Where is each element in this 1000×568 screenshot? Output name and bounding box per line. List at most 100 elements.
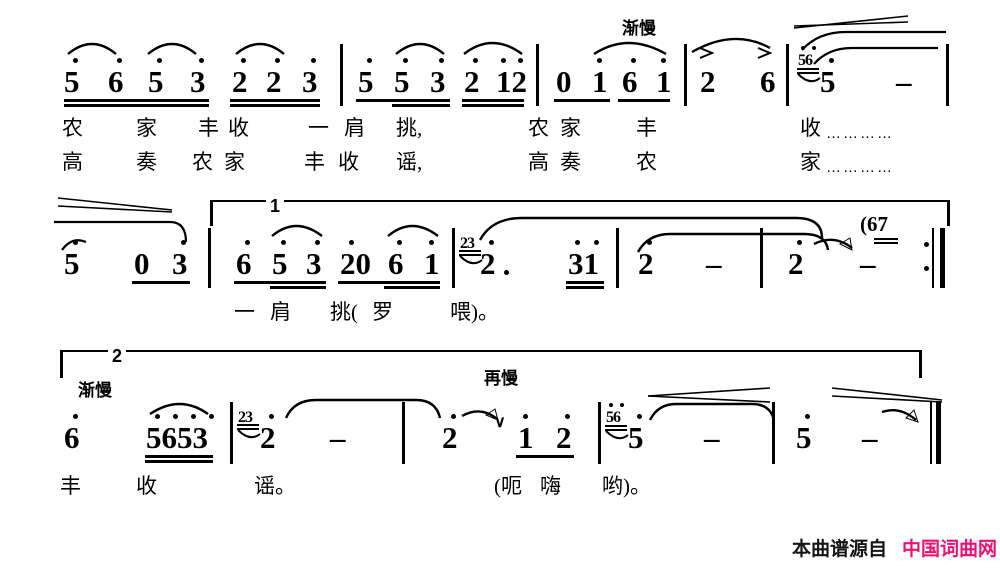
note-m7-5: 6 bbox=[388, 246, 404, 281]
octave-dot bbox=[73, 58, 78, 63]
lyric-char: 丰 bbox=[636, 116, 657, 140]
final-double-barline bbox=[930, 402, 946, 464]
note-m13-3: 2 bbox=[556, 420, 572, 455]
octave-dot bbox=[597, 58, 602, 63]
octave-dot bbox=[209, 414, 214, 419]
lyric-char: 家 bbox=[136, 116, 157, 140]
beam bbox=[462, 104, 524, 107]
beam bbox=[230, 104, 320, 107]
lyric-char: 农 bbox=[62, 116, 83, 140]
lyric-extension-dots: ………… bbox=[826, 159, 894, 176]
note-m2-5: 12 bbox=[496, 64, 527, 99]
note-m12-1: 2 bbox=[260, 420, 276, 455]
octave-dot bbox=[631, 58, 636, 63]
note-m7-6: 1 bbox=[424, 246, 440, 281]
beam bbox=[618, 99, 670, 102]
lyric-char: 农 bbox=[528, 116, 549, 140]
volta-number: 2 bbox=[108, 347, 127, 365]
note-m1-5: 2 bbox=[232, 64, 248, 99]
barline bbox=[684, 44, 687, 106]
lyric-char: 一 bbox=[234, 300, 255, 324]
hold-dash: – bbox=[860, 246, 876, 281]
barline bbox=[536, 44, 539, 106]
beam bbox=[145, 460, 213, 463]
beam bbox=[566, 286, 604, 289]
beam bbox=[132, 281, 190, 284]
beam bbox=[230, 99, 320, 102]
lyric-char: (呃 bbox=[494, 474, 522, 498]
octave-dot bbox=[797, 240, 802, 245]
beam bbox=[459, 250, 481, 252]
barline bbox=[946, 44, 949, 106]
octave-dot bbox=[518, 58, 523, 63]
note-m3-3: 6 bbox=[622, 64, 638, 99]
note-m13-1: 2 bbox=[442, 420, 458, 455]
slur bbox=[648, 402, 776, 421]
lyric-char: 丰 bbox=[198, 116, 219, 140]
lyric-char: 挑, bbox=[396, 116, 423, 140]
slur bbox=[271, 224, 323, 237]
grace-note-m12: 23 bbox=[238, 409, 253, 426]
beam bbox=[516, 455, 574, 458]
note-m9-1: 2 bbox=[638, 246, 654, 281]
slur bbox=[478, 216, 824, 241]
beam bbox=[338, 281, 440, 284]
octave-dot bbox=[489, 240, 494, 245]
note-m1-6: 2 bbox=[266, 64, 282, 99]
octave-dot bbox=[181, 240, 186, 245]
octave-dot bbox=[805, 414, 810, 419]
slur bbox=[235, 42, 285, 55]
note-m5-1: 5 bbox=[820, 64, 836, 99]
note-m7-1: 6 bbox=[236, 246, 252, 281]
grace-connector bbox=[459, 255, 483, 265]
system-3: 2 渐慢 再慢 6 5653 23 2 – 2 bbox=[0, 340, 1000, 530]
slur bbox=[395, 42, 445, 55]
lyric-char: 谣。 bbox=[254, 474, 296, 498]
note-m8-1: 2 bbox=[480, 246, 496, 281]
octave-dot bbox=[565, 414, 570, 419]
lyric-char: 喂)。 bbox=[450, 300, 499, 324]
note-m2-1: 5 bbox=[358, 64, 374, 99]
beam bbox=[392, 104, 450, 107]
grace-connector bbox=[237, 429, 261, 439]
octave-dot bbox=[191, 414, 196, 419]
cue-note-m10: (67 bbox=[860, 212, 888, 236]
beam bbox=[145, 455, 213, 458]
lyric-char: 农 bbox=[636, 150, 657, 174]
note-m13-2: 1 bbox=[518, 420, 534, 455]
beam bbox=[234, 281, 326, 284]
octave-dot bbox=[311, 58, 316, 63]
tempo-mark-zaiman: 再慢 bbox=[484, 369, 518, 388]
beam bbox=[874, 242, 898, 244]
lyric-char: 家 bbox=[800, 150, 821, 174]
augmentation-dot bbox=[504, 270, 509, 275]
lyric-char: 收 bbox=[338, 150, 359, 174]
beam bbox=[237, 428, 259, 430]
note-m2-2: 5 bbox=[394, 64, 410, 99]
octave-dot bbox=[117, 58, 122, 63]
octave-dot bbox=[315, 240, 320, 245]
grace-connector bbox=[605, 430, 629, 440]
beam bbox=[384, 286, 440, 289]
accent-mark bbox=[699, 47, 715, 59]
beam bbox=[270, 286, 326, 289]
tie-over-hold bbox=[801, 30, 946, 51]
slur bbox=[284, 398, 442, 419]
note-m3-4: 1 bbox=[656, 64, 672, 99]
repeat-dot bbox=[924, 266, 929, 271]
hold-dash: – bbox=[330, 420, 346, 455]
lyric-char: 罗 bbox=[372, 300, 393, 324]
octave-dot bbox=[403, 58, 408, 63]
hold-dash: – bbox=[862, 420, 878, 455]
watermark-site: 中国词曲网 bbox=[902, 539, 998, 560]
barline bbox=[772, 402, 775, 464]
slur bbox=[387, 224, 439, 237]
slur bbox=[691, 37, 771, 54]
octave-dot bbox=[594, 240, 599, 245]
lyric-char: 奏 bbox=[560, 150, 581, 174]
lyric-extension-dots: ………… bbox=[826, 125, 894, 142]
tie-over-hold bbox=[813, 46, 938, 65]
barline bbox=[786, 44, 789, 106]
slur bbox=[149, 402, 209, 415]
note-m7-3: 3 bbox=[306, 246, 322, 281]
